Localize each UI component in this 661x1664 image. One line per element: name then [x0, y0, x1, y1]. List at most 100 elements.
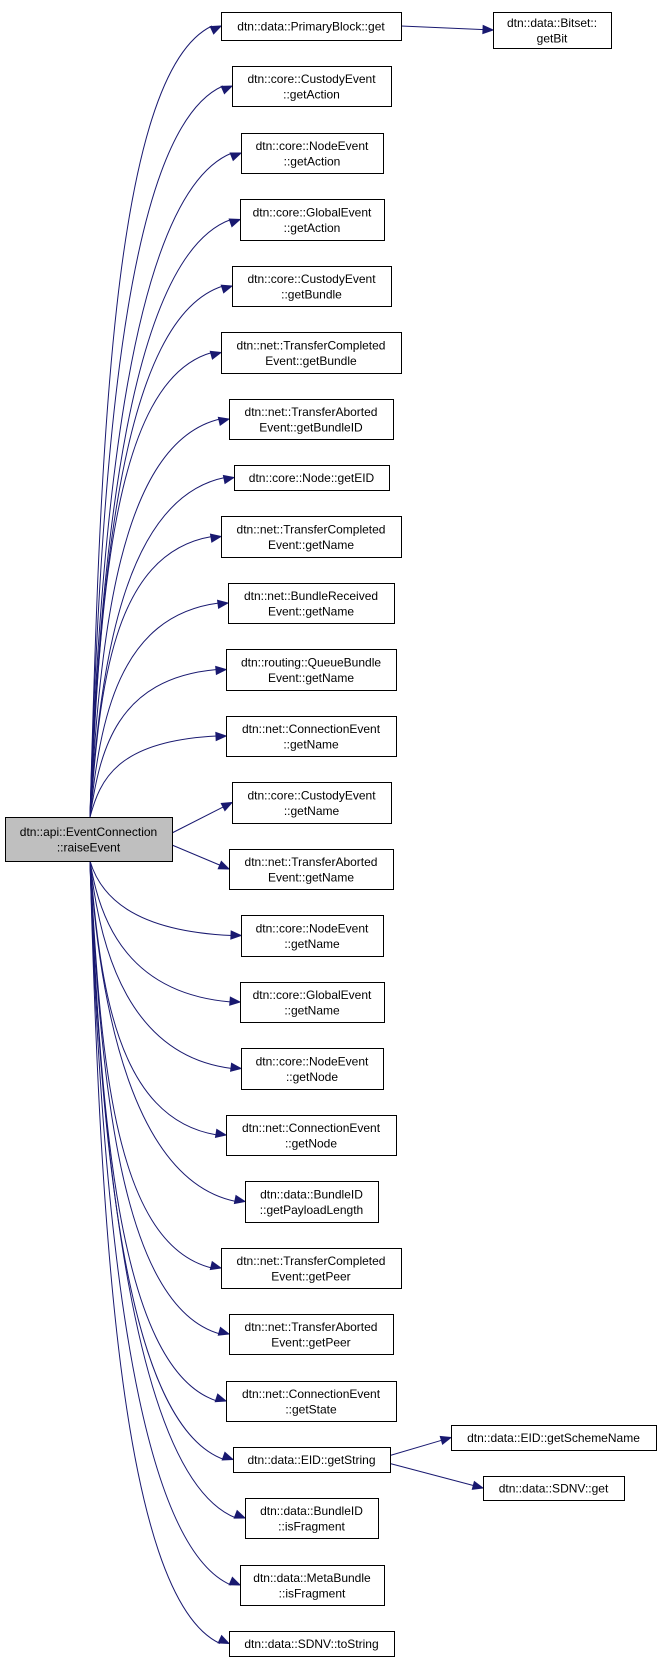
edge-root-to-callee-0 — [89, 25, 223, 818]
callee-node-8-box — [221, 516, 402, 558]
callee-node-25[interactable]: dtn::data::SDNV::toString — [229, 1631, 395, 1657]
callee-node-11-label: ::getName — [283, 737, 339, 751]
callee-node-18[interactable]: dtn::data::BundleID::getPayloadLength — [245, 1181, 379, 1223]
edge-root-to-callee-25-arrowhead — [217, 1634, 231, 1645]
callee-node-14[interactable]: dtn::core::NodeEvent::getName — [241, 915, 384, 957]
callee-node-11-box — [226, 716, 397, 757]
second-level-node-0-label: getBit — [537, 31, 568, 45]
callee-node-19[interactable]: dtn::net::TransferCompletedEvent::getPee… — [221, 1248, 402, 1289]
callee-node-7-box — [234, 465, 390, 491]
edge-root-to-callee-13 — [171, 844, 231, 870]
second-level-node-1[interactable]: dtn::data::EID::getSchemeName — [451, 1425, 657, 1451]
callee-node-5-label: Event::getBundle — [265, 354, 357, 368]
edge-root-to-callee-17 — [89, 860, 228, 1138]
edge-root-to-callee-9-arrowhead — [216, 599, 230, 610]
callee-node-19-box — [221, 1248, 402, 1289]
edge-root-to-callee-11-arrowhead — [215, 731, 228, 742]
callee-node-2-label: ::getAction — [284, 154, 341, 168]
callee-node-11[interactable]: dtn::net::ConnectionEvent::getName — [226, 716, 397, 757]
callee-node-5[interactable]: dtn::net::TransferCompletedEvent::getBun… — [221, 332, 402, 374]
callee-node-22[interactable]: dtn::data::EID::getString — [233, 1447, 391, 1473]
callee-node-7[interactable]: dtn::core::Node::getEID — [234, 465, 390, 491]
edge-root-to-callee-10 — [89, 665, 228, 818]
edge-root-to-callee-22-arrowhead — [221, 1451, 235, 1461]
callee-node-23-label: dtn::data::BundleID — [260, 1504, 363, 1518]
callee-node-10-label: dtn::routing::QueueBundle — [241, 655, 381, 669]
callee-node-2-label: dtn::core::NodeEvent — [256, 139, 369, 153]
callee-node-6-label: dtn::net::TransferAborted — [245, 405, 378, 419]
edge-root-to-callee-14 — [89, 860, 243, 940]
edge-root-to-callee-21 — [89, 860, 228, 1403]
edge-root-to-callee-25 — [89, 860, 231, 1645]
callee-node-23-label: ::isFragment — [278, 1519, 345, 1533]
edge-root-to-callee-18 — [89, 860, 247, 1205]
callee-node-8[interactable]: dtn::net::TransferCompletedEvent::getNam… — [221, 516, 402, 558]
callee-node-5-box — [221, 332, 402, 374]
callee-node-14-box — [241, 915, 384, 957]
edge-root-to-callee-23 — [89, 860, 247, 1519]
callee-node-4[interactable]: dtn::core::CustodyEvent::getBundle — [232, 266, 392, 307]
edge-root-to-callee-1 — [89, 85, 234, 818]
callee-node-24-label: ::isFragment — [279, 1586, 346, 1600]
callee-node-23[interactable]: dtn::data::BundleID::isFragment — [245, 1498, 379, 1539]
callee-node-12-label: dtn::core::CustodyEvent — [247, 788, 376, 802]
callee-node-24-box — [240, 1565, 385, 1606]
edge-root-to-callee-2 — [89, 152, 243, 818]
callee-node-16-label: ::getNode — [286, 1070, 338, 1084]
callee-node-21-label: dtn::net::ConnectionEvent — [242, 1387, 381, 1401]
callee-node-1[interactable]: dtn::core::CustodyEvent::getAction — [232, 66, 392, 107]
second-level-node-1-box — [451, 1425, 657, 1451]
root-node-raiseEvent-box — [5, 817, 173, 862]
second-level-node-0[interactable]: dtn::data::Bitset::getBit — [493, 12, 612, 49]
edge-root-to-callee-9 — [89, 599, 230, 818]
edge-root-to-callee-2-arrowhead — [229, 152, 243, 162]
callee-node-17-box — [226, 1115, 397, 1156]
edge-root-to-callee-12-arrowhead — [220, 801, 234, 812]
callee-node-22-label: dtn::data::EID::getString — [247, 1453, 375, 1467]
edge-root-to-callee-10-arrowhead — [215, 665, 228, 676]
edge-root-to-callee-6 — [89, 416, 231, 818]
callee-node-12[interactable]: dtn::core::CustodyEvent::getName — [232, 782, 392, 824]
callee-node-17[interactable]: dtn::net::ConnectionEvent::getNode — [226, 1115, 397, 1156]
callee-node-3-box — [240, 199, 385, 241]
callee-node-15[interactable]: dtn::core::GlobalEvent::getName — [240, 982, 385, 1023]
second-level-node-2-box — [483, 1476, 625, 1501]
callee-node-13-box — [229, 849, 394, 890]
second-level-node-0-label: dtn::data::Bitset:: — [507, 16, 597, 30]
edge-root-to-callee-15 — [89, 860, 242, 1006]
root-node-raiseEvent[interactable]: dtn::api::EventConnection::raiseEvent — [5, 817, 173, 862]
edge-second-level-1 — [389, 1435, 453, 1456]
callee-node-1-box — [232, 66, 392, 107]
edge-root-to-callee-3-arrowhead — [228, 218, 242, 228]
edge-root-to-callee-13-arrowhead — [217, 860, 231, 870]
second-level-node-0-box — [493, 12, 612, 49]
callee-node-3[interactable]: dtn::core::GlobalEvent::getAction — [240, 199, 385, 241]
callee-node-6[interactable]: dtn::net::TransferAbortedEvent::getBundl… — [229, 399, 394, 440]
edge-root-to-callee-18-arrowhead — [233, 1194, 247, 1205]
callee-node-20-box — [229, 1314, 394, 1355]
callee-node-2[interactable]: dtn::core::NodeEvent::getAction — [241, 133, 384, 174]
second-level-node-2[interactable]: dtn::data::SDNV::get — [483, 1476, 625, 1501]
callee-node-0[interactable]: dtn::data::PrimaryBlock::get — [221, 12, 402, 41]
callee-node-19-label: Event::getPeer — [271, 1269, 350, 1283]
callee-node-10-box — [226, 649, 397, 691]
edge-root-to-callee-21-arrowhead — [214, 1393, 228, 1403]
callee-node-3-label: dtn::core::GlobalEvent — [253, 205, 372, 219]
edge-root-to-callee-24 — [89, 860, 242, 1586]
callee-node-10-label: Event::getName — [268, 671, 354, 685]
second-level-node-2-label: dtn::data::SDNV::get — [499, 1482, 609, 1496]
callee-node-16[interactable]: dtn::core::NodeEvent::getNode — [241, 1048, 384, 1090]
callee-node-24[interactable]: dtn::data::MetaBundle::isFragment — [240, 1565, 385, 1606]
callee-node-12-box — [232, 782, 392, 824]
callee-node-23-box — [245, 1498, 379, 1539]
edge-root-to-callee-15-arrowhead — [229, 996, 242, 1006]
callee-node-15-label: ::getName — [284, 1003, 340, 1017]
root-node-raiseEvent-label: ::raiseEvent — [57, 840, 121, 854]
edge-second-level-1-arrowhead — [439, 1435, 453, 1446]
callee-node-18-label: dtn::data::BundleID — [260, 1187, 363, 1201]
callee-node-21[interactable]: dtn::net::ConnectionEvent::getState — [226, 1381, 397, 1422]
